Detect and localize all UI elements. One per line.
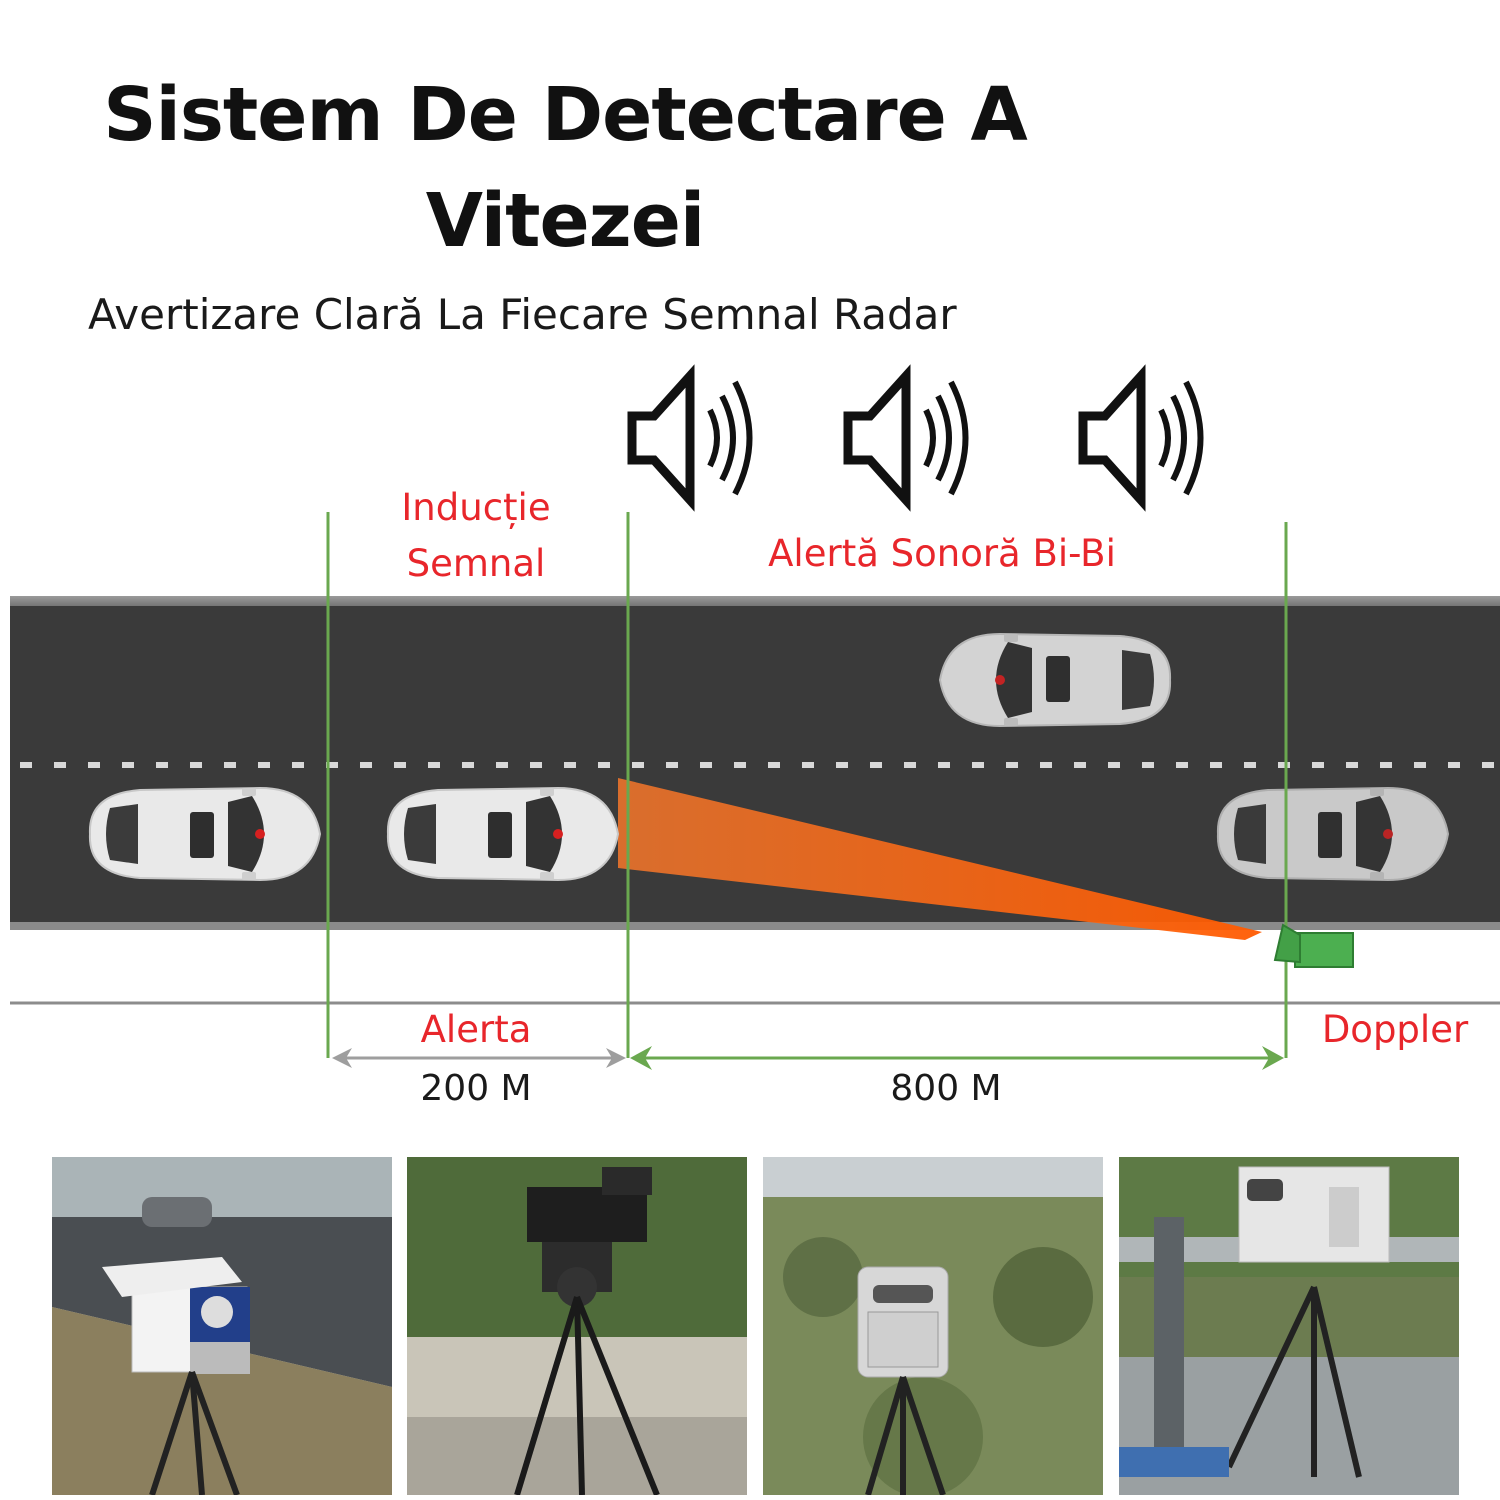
- photo-radar-guardrail: [1119, 1157, 1459, 1495]
- car-middle: [386, 787, 619, 881]
- label-inductie-line2: Semnal: [406, 542, 546, 585]
- car-left: [88, 787, 321, 881]
- label-inductie-line1: Inducție: [401, 486, 551, 529]
- arrow-800m: [630, 1046, 1284, 1070]
- label-alerta-sonora: Alertă Sonoră Bi-Bi: [768, 532, 1116, 575]
- distance-200m: 200 M: [420, 1068, 532, 1109]
- radar-beam: [618, 778, 1262, 940]
- road-top-edge: [10, 596, 1500, 608]
- subtitle: Avertizare Clară La Fiecare Semnal Radar: [88, 290, 957, 339]
- photo-radar-tripod-dark: [407, 1157, 747, 1495]
- radar-device-icon: [1273, 923, 1354, 968]
- speaker-icon: [848, 376, 966, 500]
- road-bottom-edge: [10, 922, 1500, 930]
- label-doppler: Doppler: [1321, 1008, 1469, 1051]
- car-right: [1216, 787, 1449, 881]
- speaker-icon: [1083, 376, 1201, 500]
- car-oncoming: [939, 633, 1172, 727]
- arrow-200m: [332, 1048, 626, 1068]
- title-line-1: Sistem De Detectare A: [103, 72, 1028, 158]
- title-line-2: Vitezei: [425, 178, 706, 264]
- speaker-icon: [632, 376, 750, 500]
- label-alerta: Alerta: [420, 1008, 532, 1051]
- label-inductie-semnal: Inducție Semnal: [376, 480, 576, 592]
- distance-800m: 800 M: [890, 1068, 1002, 1109]
- page-title: Sistem De Detectare A Vitezei: [60, 62, 1070, 274]
- road-diagram: [10, 0, 1500, 1070]
- photo-radar-grass: [763, 1157, 1103, 1495]
- photo-radar-roadside: [52, 1157, 392, 1495]
